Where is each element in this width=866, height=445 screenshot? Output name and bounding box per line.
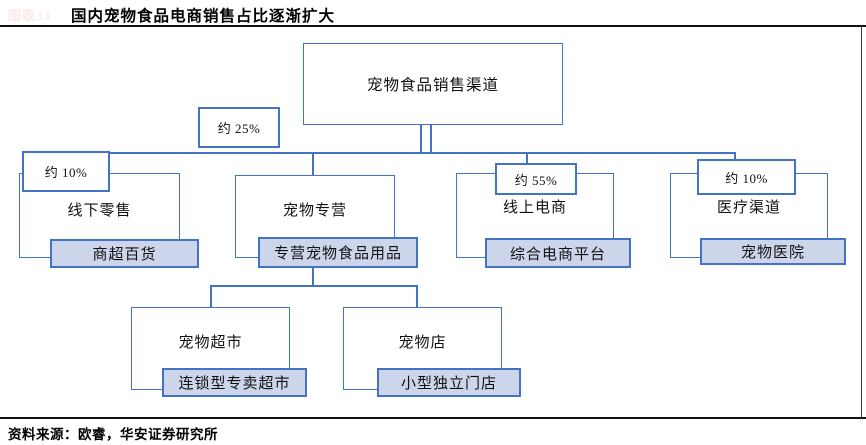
root-connector-line-right xyxy=(430,125,432,154)
detail-online-ecommerce: 综合电商平台 xyxy=(485,238,631,268)
figure-number-label: 图表33 xyxy=(8,8,52,23)
detail-pet-supermarket-label: 连锁型专卖超市 xyxy=(178,376,291,392)
figure-title: 国内宠物食品电商销售占比逐渐扩大 xyxy=(71,8,336,25)
level2-bus-line xyxy=(66,152,736,154)
right-border-line xyxy=(861,26,863,417)
share-tag-medical: 约 10% xyxy=(697,159,796,195)
detail-offline-retail: 商超百货 xyxy=(50,239,199,268)
node-pet-supermarket-label: 宠物超市 xyxy=(178,335,243,351)
share-tag-offline-value: 约 10% xyxy=(44,165,88,180)
level3-stem-line xyxy=(312,268,314,286)
detail-pet-store: 小型独立门店 xyxy=(377,368,521,397)
node-medical-channel-label: 医疗渠道 xyxy=(716,200,781,216)
node-pet-specialty-label: 宠物专营 xyxy=(282,203,347,219)
node-pet-store-label: 宠物店 xyxy=(398,335,447,351)
detail-medical-channel-label: 宠物医院 xyxy=(740,245,805,261)
detail-medical-channel: 宠物医院 xyxy=(700,238,846,265)
source-note: 资料来源：欧睿，华安证券研究所 xyxy=(8,427,218,442)
node-root: 宠物食品销售渠道 xyxy=(303,43,563,125)
node-root-label: 宠物食品销售渠道 xyxy=(366,77,499,94)
detail-pet-specialty-label: 专营宠物食品用品 xyxy=(273,246,402,262)
share-tag-online: 约 55% xyxy=(495,163,577,195)
share-tag-online-value: 约 55% xyxy=(514,172,558,188)
drop-line-medical xyxy=(734,152,736,161)
detail-pet-specialty: 专营宠物食品用品 xyxy=(258,237,418,268)
detail-offline-retail-label: 商超百货 xyxy=(92,247,157,263)
share-tag-offline: 约 10% xyxy=(22,151,110,192)
detail-online-ecommerce-label: 综合电商平台 xyxy=(509,246,606,263)
level3-bus-line xyxy=(210,285,418,287)
share-tag-pet-specialty-value: 约 25% xyxy=(217,121,261,136)
drop-line-pet-specialty xyxy=(312,152,314,177)
detail-pet-supermarket: 连锁型专卖超市 xyxy=(162,368,307,397)
drop-line-online xyxy=(526,152,528,165)
footer-divider-line xyxy=(0,417,866,419)
share-tag-pet-specialty: 约 25% xyxy=(198,107,280,148)
drop-line-pet-store xyxy=(416,285,418,309)
node-online-ecommerce-label: 线上电商 xyxy=(502,200,567,216)
share-tag-medical-value: 约 10% xyxy=(725,170,768,186)
title-underline xyxy=(0,25,866,27)
root-connector-line-left xyxy=(420,125,422,154)
detail-pet-store-label: 小型独立门店 xyxy=(400,376,497,392)
drop-line-pet-market xyxy=(210,285,212,309)
node-offline-retail-label: 线下零售 xyxy=(67,203,132,219)
